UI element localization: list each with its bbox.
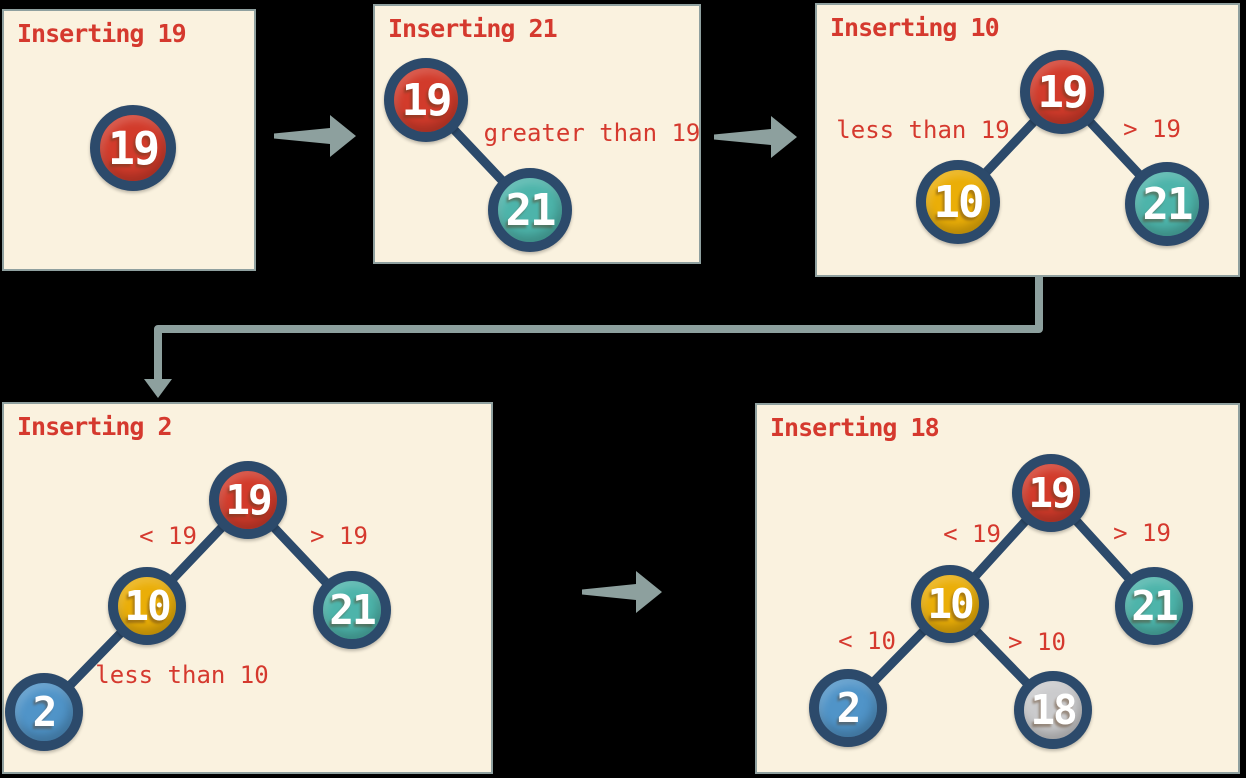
edge-label: > 19	[1113, 519, 1171, 547]
tree-node-21: 21	[313, 571, 391, 649]
panel-title-inserting-2: Inserting 2	[17, 412, 173, 441]
tree-node-10: 10	[108, 567, 186, 645]
panel-title-inserting-21: Inserting 21	[388, 14, 558, 43]
edge-label: greater than 19	[483, 119, 701, 147]
tree-node-2: 2	[5, 673, 83, 751]
tree-node-19: 19	[209, 461, 287, 539]
panel-inserting-2: Inserting 2 < 19 > 19 less than 10 19 10 21 2	[2, 402, 493, 774]
panel-title-inserting-18: Inserting 18	[770, 413, 940, 442]
tree-node-10: 10	[911, 565, 989, 643]
panel-title-inserting-19: Inserting 19	[17, 19, 187, 48]
tree-node-19: 19	[1012, 454, 1090, 532]
edge-label: less than 10	[95, 661, 269, 689]
tree-node-19: 19	[1020, 50, 1104, 134]
tree-node-18: 18	[1014, 671, 1092, 749]
tree-node-19: 19	[384, 58, 468, 142]
edge-label: less than 19	[836, 116, 1010, 144]
flow-arrow-3	[582, 571, 662, 613]
panel-inserting-19: Inserting 19 19	[2, 9, 256, 271]
panel-title-inserting-10: Inserting 10	[830, 13, 1000, 42]
edge-label: < 19	[139, 522, 197, 550]
edge-label: > 19	[310, 522, 368, 550]
panel-inserting-18: Inserting 18 < 19 > 19 < 10 > 10 19 10 21 2 18	[755, 403, 1240, 774]
flow-arrow-2	[714, 116, 797, 158]
edge-label: > 19	[1123, 115, 1181, 143]
tree-node-21: 21	[488, 168, 572, 252]
tree-node-10: 10	[916, 160, 1000, 244]
tree-node-2: 2	[809, 669, 887, 747]
tree-node-21: 21	[1125, 162, 1209, 246]
tree-node-21: 21	[1115, 567, 1193, 645]
edge-label: < 19	[943, 520, 1001, 548]
flow-arrow-elbow-line	[154, 277, 1043, 380]
flow-arrow-elbow-head	[144, 379, 172, 398]
edge-label: > 10	[1008, 628, 1066, 656]
edge-label: < 10	[838, 627, 896, 655]
flow-arrow-1	[274, 115, 356, 157]
tree-node-19: 19	[90, 105, 176, 191]
